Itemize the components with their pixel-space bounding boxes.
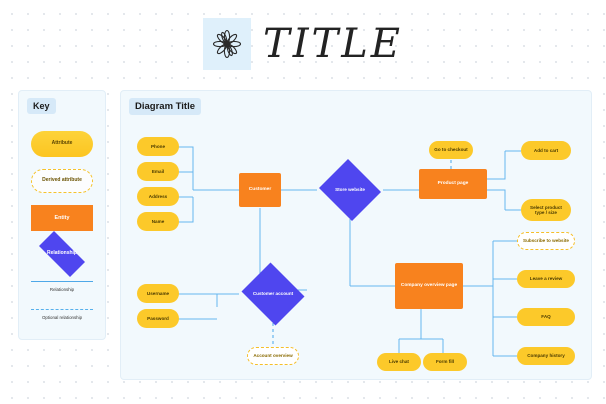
node-address-label: Address bbox=[148, 193, 168, 199]
node-email[interactable]: Email bbox=[137, 162, 179, 181]
node-subscribe-to-website-label: Subscribe to website bbox=[523, 238, 569, 244]
node-form-fill[interactable]: Form fill bbox=[423, 353, 467, 371]
key-item-attribute[interactable]: Attribute bbox=[31, 131, 93, 157]
node-company-history-label: Company history bbox=[527, 353, 565, 359]
key-item-derived-attribute-label: Derived attribute bbox=[42, 177, 82, 184]
key-item-relationship-diamond[interactable]: Relationship bbox=[31, 231, 93, 277]
node-subscribe-to-website[interactable]: Subscribe to website bbox=[517, 232, 575, 250]
key-panel-badge[interactable]: Key bbox=[27, 98, 56, 114]
node-add-to-cart-label: Add to cart bbox=[533, 147, 559, 153]
key-item-entity-label: Entity bbox=[54, 214, 70, 221]
key-item-relationship-line-label: Relationship bbox=[49, 287, 75, 292]
node-form-fill-label: Form fill bbox=[435, 359, 455, 365]
page-title: TITLE bbox=[263, 21, 403, 67]
node-go-to-checkout[interactable]: Go to checkout bbox=[429, 141, 473, 159]
node-username-label: Username bbox=[146, 290, 170, 296]
key-item-attribute-label: Attribute bbox=[51, 140, 73, 147]
node-password-label: Password bbox=[147, 315, 169, 321]
key-item-relationship-label: Relationship bbox=[46, 250, 77, 257]
node-company-overview-entity[interactable]: Company overview page bbox=[395, 263, 463, 309]
node-email-label: Email bbox=[151, 168, 165, 174]
node-company-overview-label: Company overview page bbox=[400, 283, 458, 289]
solid-connector-sample bbox=[31, 281, 93, 282]
node-account-overview-label: Account overview bbox=[253, 353, 293, 359]
key-item-optional-relationship-line: Optional relationship bbox=[31, 309, 93, 325]
node-product-page-entity[interactable]: Product page bbox=[419, 169, 487, 199]
key-panel: Key Attribute Derived attribute Entity R… bbox=[18, 90, 106, 340]
node-leave-a-review[interactable]: Leave a review bbox=[517, 270, 575, 288]
node-name-label: Name bbox=[151, 218, 165, 224]
node-customer-entity[interactable]: Customer bbox=[239, 173, 281, 207]
dashed-connector-sample bbox=[31, 309, 93, 310]
node-leave-a-review-label: Leave a review bbox=[529, 276, 563, 282]
node-go-to-checkout-label: Go to checkout bbox=[434, 147, 468, 153]
diagram-panel: Diagram Title bbox=[120, 90, 592, 380]
node-store-website-relationship[interactable]: Store website bbox=[317, 159, 383, 221]
key-item-relationship-line: Relationship bbox=[31, 281, 93, 297]
node-live-chat-label: Live chat bbox=[389, 359, 409, 365]
node-customer-account-relationship[interactable]: Customer account bbox=[239, 262, 307, 326]
node-phone-label: Phone bbox=[150, 143, 166, 149]
node-add-to-cart[interactable]: Add to cart bbox=[521, 141, 571, 160]
node-company-history[interactable]: Company history bbox=[517, 347, 575, 365]
node-select-product-type-label: Select product type / size bbox=[530, 204, 562, 215]
node-name[interactable]: Name bbox=[137, 212, 179, 231]
node-live-chat[interactable]: Live chat bbox=[377, 353, 421, 371]
node-username[interactable]: Username bbox=[137, 284, 179, 303]
key-item-optional-relationship-line-label: Optional relationship bbox=[41, 315, 83, 320]
node-store-website-label: Store website bbox=[335, 187, 365, 193]
node-address[interactable]: Address bbox=[137, 187, 179, 206]
page-header: TITLE bbox=[0, 0, 606, 88]
node-faq-label: FAQ bbox=[541, 314, 551, 320]
node-phone[interactable]: Phone bbox=[137, 137, 179, 156]
node-account-overview[interactable]: Account overview bbox=[247, 347, 299, 365]
daisy-flower-doodle-icon bbox=[203, 18, 252, 70]
diagram-panel-badge[interactable]: Diagram Title bbox=[129, 98, 202, 115]
node-customer-account-label: Customer account bbox=[252, 291, 294, 297]
node-product-page-label: Product page bbox=[437, 181, 469, 187]
node-select-product-type[interactable]: Select product type / size bbox=[521, 199, 571, 221]
node-faq[interactable]: FAQ bbox=[517, 308, 575, 326]
node-password[interactable]: Password bbox=[137, 309, 179, 328]
key-item-derived-attribute[interactable]: Derived attribute bbox=[31, 169, 93, 193]
key-item-entity[interactable]: Entity bbox=[31, 205, 93, 231]
node-customer-label: Customer bbox=[248, 187, 272, 193]
